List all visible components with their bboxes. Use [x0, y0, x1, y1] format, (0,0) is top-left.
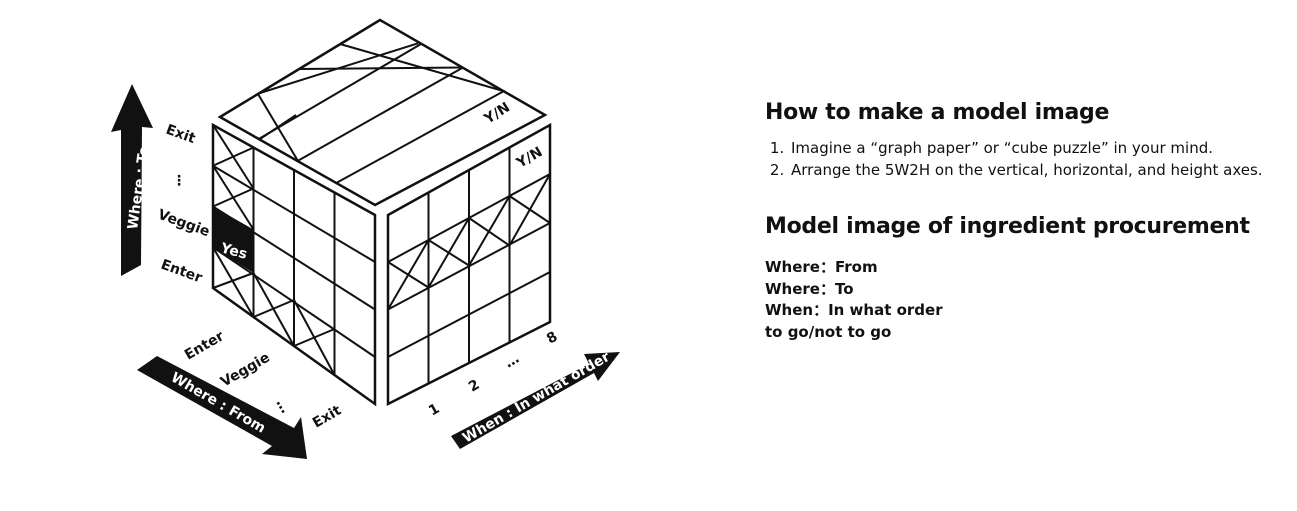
yes-label: Yes — [218, 240, 249, 263]
vertical-axis-label-ellipsis: ⋮ — [172, 173, 186, 189]
from-axis-label-enter: Enter — [182, 328, 227, 363]
from-axis-label-ellipsis: … — [273, 396, 294, 416]
from-axis-label-veggie: Veggie — [218, 350, 273, 391]
from-axis-arrow — [137, 356, 307, 459]
model-line: Where：From — [765, 258, 878, 276]
when-axis-label-8: 8 — [544, 329, 560, 348]
cube-top-face — [217, 18, 548, 207]
step-item: Arrange the 5W2H on the vertical, horizo… — [789, 163, 1265, 178]
model-line: to go/not to go — [765, 322, 892, 341]
vertical-axis-arrow — [111, 84, 153, 276]
model-lines: Where：From Where：To When：In what order t… — [765, 257, 1265, 343]
model-line: Where：To — [765, 279, 854, 298]
when-axis-label-2: 2 — [466, 377, 482, 396]
when-axis-arrow — [451, 352, 620, 449]
model-line: When：In what order — [765, 301, 943, 319]
from-axis: Where : From Enter Veggie … Exit — [137, 328, 344, 459]
cube-diagram: Y/N Yes — [111, 18, 620, 459]
cube-left-crossed-cells — [212, 124, 336, 376]
from-axis-title: Where : From — [168, 370, 268, 437]
step-item: Imagine a “graph paper” or “cube puzzle”… — [789, 141, 1265, 156]
when-axis-label-ellipsis: … — [502, 351, 522, 372]
top-yn-label: Y/N — [481, 100, 513, 128]
vertical-axis-label-enter: Enter — [159, 257, 205, 287]
when-axis-title: When : In what order — [460, 349, 613, 446]
when-axis-label-1: 1 — [426, 401, 442, 420]
yes-cell — [213, 206, 254, 273]
heading-model-image: Model image of ingredient procurement — [765, 214, 1250, 239]
explanation-panel: How to make a model image Imagine a “gra… — [765, 100, 1265, 343]
cube-right-crossed-cells — [387, 173, 551, 311]
right-yn-label: Y/N — [513, 144, 545, 172]
vertical-axis-label-veggie: Veggie — [156, 207, 212, 240]
vertical-axis-label-exit: Exit — [164, 122, 198, 147]
cube-top-crossed-cell — [257, 93, 299, 162]
when-axis: When : In what order 1 2 … 8 — [426, 329, 620, 449]
heading-how-to: How to make a model image — [765, 100, 1110, 125]
vertical-axis: Where : To Exit ⋮ Veggie Enter — [111, 84, 212, 286]
steps-list: Imagine a “graph paper” or “cube puzzle”… — [765, 141, 1265, 178]
cube-left-face — [211, 122, 377, 407]
from-axis-label-exit: Exit — [310, 402, 344, 431]
